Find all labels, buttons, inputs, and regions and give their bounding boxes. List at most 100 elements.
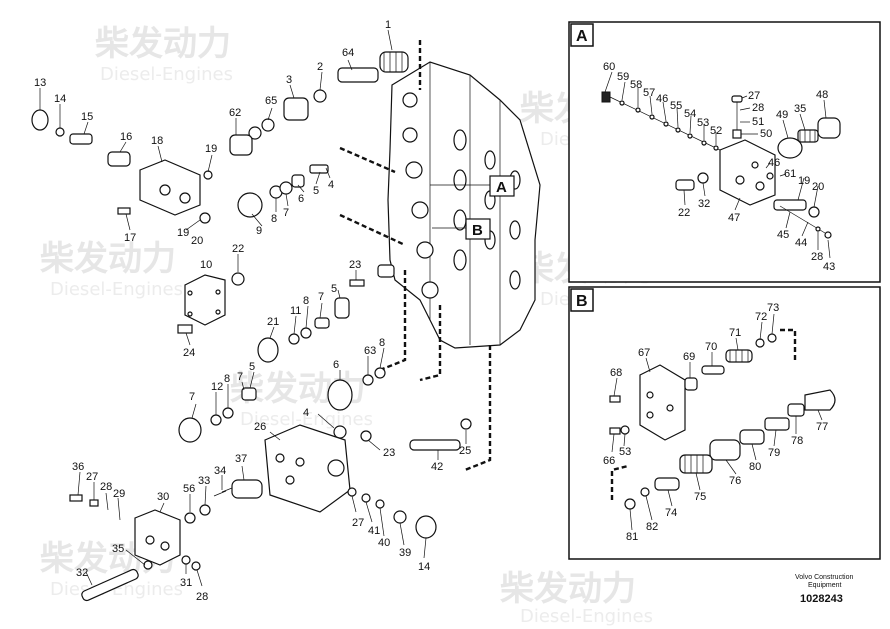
svg-text:43: 43 [823, 261, 835, 273]
svg-text:28: 28 [811, 251, 823, 263]
svg-text:53: 53 [619, 446, 631, 458]
svg-text:69: 69 [683, 351, 695, 363]
svg-text:47: 47 [728, 212, 740, 224]
svg-text:柴发动力: 柴发动力 [40, 239, 176, 279]
svg-text:13: 13 [34, 77, 46, 89]
svg-text:20: 20 [812, 181, 824, 193]
svg-text:23: 23 [383, 447, 395, 459]
svg-text:68: 68 [610, 367, 622, 379]
svg-text:50: 50 [760, 128, 772, 140]
svg-text:5: 5 [331, 283, 337, 295]
svg-text:27: 27 [748, 90, 760, 102]
svg-text:61: 61 [784, 168, 796, 180]
svg-text:54: 54 [684, 108, 696, 120]
svg-text:27: 27 [86, 471, 98, 483]
main-valve-block: A B [387, 61, 541, 349]
svg-text:23: 23 [349, 259, 361, 271]
svg-text:21: 21 [267, 316, 279, 328]
svg-text:62: 62 [229, 107, 241, 119]
svg-text:8: 8 [224, 373, 230, 385]
svg-text:A: A [496, 179, 507, 196]
svg-text:81: 81 [626, 531, 638, 543]
svg-text:3: 3 [286, 74, 292, 86]
detail-a-pointer[interactable] [489, 175, 515, 197]
block-ports [402, 92, 521, 299]
svg-text:44: 44 [795, 237, 807, 249]
svg-text:82: 82 [646, 521, 658, 533]
callouts-b: 67 68 69 70 71 72 73 77 66 53 78 79 80 7… [603, 302, 828, 543]
svg-text:5: 5 [249, 361, 255, 373]
detail-panel-a: A [568, 21, 881, 283]
detail-b-pointer[interactable] [465, 218, 491, 240]
svg-text:25: 25 [459, 445, 471, 457]
svg-text:8: 8 [303, 295, 309, 307]
svg-text:Diesel-Engines: Diesel-Engines [50, 279, 183, 300]
svg-text:6: 6 [298, 193, 304, 205]
svg-text:42: 42 [431, 461, 443, 473]
svg-text:A: A [576, 28, 588, 45]
leaders-b [611, 313, 823, 531]
svg-text:柴发动力: 柴发动力 [500, 569, 636, 609]
svg-text:19: 19 [798, 175, 810, 187]
svg-text:7: 7 [283, 207, 289, 219]
svg-text:12: 12 [211, 381, 223, 393]
svg-text:18: 18 [151, 135, 163, 147]
svg-text:Volvo Construction: Volvo Construction [795, 574, 853, 581]
svg-text:76: 76 [729, 475, 741, 487]
callouts-main: 1 64 2 3 65 62 13 14 15 16 18 19 17 19 2… [34, 19, 471, 603]
svg-text:67: 67 [638, 347, 650, 359]
svg-text:56: 56 [183, 483, 195, 495]
svg-text:35: 35 [794, 103, 806, 115]
svg-text:40: 40 [378, 537, 390, 549]
svg-text:Equipment: Equipment [808, 582, 842, 589]
footer: Volvo Construction Equipment 1028243 [795, 574, 853, 605]
svg-text:柴发动力: 柴发动力 [95, 24, 231, 64]
svg-text:28: 28 [100, 481, 112, 493]
svg-text:6: 6 [333, 359, 339, 371]
spool-parts-middle [177, 164, 472, 451]
svg-text:2: 2 [317, 61, 323, 73]
svg-text:41: 41 [368, 525, 380, 537]
svg-text:51: 51 [752, 116, 764, 128]
svg-text:5: 5 [313, 185, 319, 197]
svg-text:22: 22 [232, 243, 244, 255]
svg-text:19: 19 [205, 143, 217, 155]
svg-text:28: 28 [752, 102, 764, 114]
spool-parts-top [31, 51, 409, 224]
svg-text:53: 53 [697, 117, 709, 129]
svg-text:59: 59 [617, 71, 629, 83]
svg-text:49: 49 [776, 109, 788, 121]
svg-text:Diesel-Engines: Diesel-Engines [240, 409, 373, 430]
svg-text:52: 52 [710, 125, 722, 137]
svg-text:9: 9 [256, 225, 262, 237]
assembly-lines [339, 40, 492, 472]
svg-text:70: 70 [705, 341, 717, 353]
svg-text:1028243: 1028243 [800, 593, 843, 605]
svg-text:20: 20 [191, 235, 203, 247]
svg-text:33: 33 [198, 475, 210, 487]
svg-text:32: 32 [698, 198, 710, 210]
svg-text:32: 32 [76, 567, 88, 579]
svg-text:7: 7 [237, 371, 243, 383]
svg-text:22: 22 [678, 207, 690, 219]
callouts-a: 60 59 58 57 46 55 54 53 52 27 28 51 50 4… [603, 61, 835, 273]
svg-text:30: 30 [157, 491, 169, 503]
svg-text:7: 7 [189, 391, 195, 403]
svg-text:10: 10 [200, 259, 212, 271]
svg-text:79: 79 [768, 447, 780, 459]
svg-text:57: 57 [643, 87, 655, 99]
detail-panel-b: B [568, 286, 881, 560]
svg-text:73: 73 [767, 302, 779, 314]
svg-text:37: 37 [235, 453, 247, 465]
svg-text:72: 72 [755, 311, 767, 323]
svg-text:34: 34 [214, 465, 226, 477]
svg-text:55: 55 [670, 100, 682, 112]
svg-text:39: 39 [399, 547, 411, 559]
svg-text:8: 8 [271, 213, 277, 225]
svg-text:80: 80 [749, 461, 761, 473]
relief-valve-assembly [69, 424, 437, 602]
svg-text:74: 74 [665, 507, 677, 519]
svg-text:27: 27 [352, 517, 364, 529]
svg-text:16: 16 [120, 131, 132, 143]
